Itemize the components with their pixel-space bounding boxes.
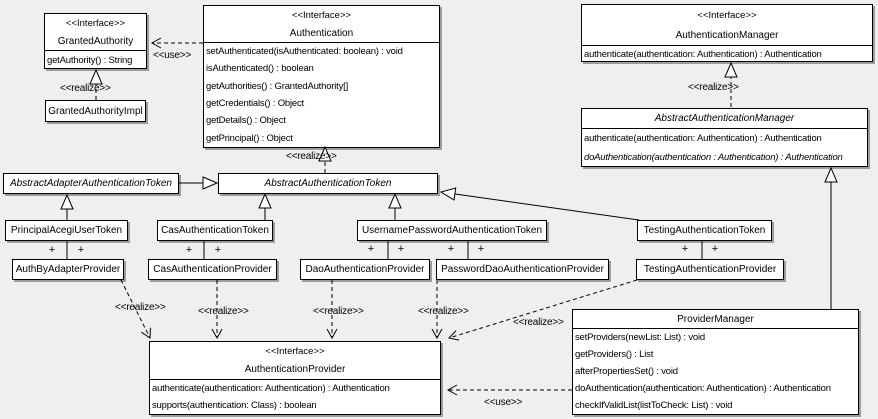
class-cas-authentication-token: CasAuthenticationToken	[157, 220, 273, 241]
realize-label: <<realize>>	[286, 151, 337, 162]
class-header: <<Interface>> Authentication	[204, 6, 439, 43]
method-label: getProviders() : List	[575, 349, 654, 360]
class-cas-authentication-provider: CasAuthenticationProvider	[148, 259, 277, 280]
realize-label: <<realize>>	[60, 83, 111, 94]
class-name: UsernamePasswordAuthenticationToken	[361, 225, 543, 236]
class-abstract-authentication-token: AbstractAuthenticationToken	[218, 173, 438, 194]
method-label: setAuthenticated(isAuthenticated: boolea…	[206, 46, 403, 58]
class-abstract-authentication-manager: AbstractAuthenticationManager authentica…	[581, 108, 868, 167]
realize-label: <<realize>>	[513, 317, 564, 328]
class-testing-authentication-token: TestingAuthenticationToken	[637, 220, 772, 241]
class-granted-authority-impl: GrantedAuthorityImpl	[45, 100, 146, 122]
stereotype-label: <<Interface>>	[697, 9, 757, 21]
class-header: <<Interface>> GrantedAuthority	[45, 14, 146, 51]
class-password-dao-authentication-provider: PasswordDaoAuthenticationProvider	[436, 259, 609, 280]
method-label: getCredentials() : Object	[206, 98, 304, 110]
class-username-password-authentication-token: UsernamePasswordAuthenticationToken	[357, 220, 547, 241]
method-label: getDetails() : Object	[206, 115, 286, 127]
method-label: getAuthority() : String	[47, 54, 133, 66]
association-plus-label: +	[448, 243, 454, 255]
association-plus-label: +	[682, 243, 688, 255]
stereotype-label: <<Interface>>	[265, 345, 325, 357]
class-name: GrantedAuthorityImpl	[48, 105, 143, 117]
class-authentication-manager: <<Interface>> AuthenticationManager auth…	[581, 4, 873, 62]
class-authentication: <<Interface>> Authentication setAuthenti…	[203, 5, 440, 148]
association-plus-label: +	[215, 244, 221, 256]
class-name: AbstractAuthenticationManager	[654, 113, 795, 124]
class-name: DaoAuthenticationProvider	[305, 264, 425, 275]
realize-label: <<realize>>	[198, 306, 249, 317]
realize-label: <<realize>>	[418, 306, 469, 317]
class-header: AbstractAuthenticationManager	[582, 109, 867, 129]
method-label: isAuthenticated() : boolean	[206, 63, 314, 75]
class-name: TestingAuthenticationProvider	[643, 264, 777, 275]
method-label: doAuthentication(authentication: Authent…	[575, 383, 831, 394]
class-abstract-adapter-authentication-token: AbstractAdapterAuthenticationToken	[3, 173, 179, 194]
class-name: PasswordDaoAuthenticationProvider	[441, 264, 604, 275]
method-label: authenticate(authentication: Authenticat…	[584, 133, 822, 144]
class-name: TestingAuthenticationToken	[643, 225, 766, 236]
class-name: Authentication	[289, 27, 354, 39]
generalization-testing-token	[441, 192, 640, 221]
association-plus-label: +	[49, 244, 55, 256]
class-name: PrincipalAcegiUserToken	[10, 225, 123, 236]
association-plus-label: +	[478, 243, 484, 255]
class-name: CasAuthenticationProvider	[153, 264, 272, 275]
method-label: authenticate(authentication: Authenticat…	[584, 48, 822, 60]
association-plus-label: +	[368, 243, 374, 255]
class-name: GrantedAuthority	[57, 35, 134, 47]
realize-label: <<realize>>	[688, 82, 739, 93]
class-header: ProviderManager	[573, 310, 858, 329]
class-name: CasAuthenticationToken	[161, 225, 269, 236]
method-label: setProviders(newList: List) : void	[575, 332, 705, 343]
association-plus-label: +	[186, 244, 192, 256]
class-provider-manager: ProviderManager setProviders(newList: Li…	[572, 309, 859, 415]
class-testing-authentication-provider: TestingAuthenticationProvider	[636, 259, 784, 280]
realize-label: <<realize>>	[115, 302, 166, 313]
use-label: <<use>>	[484, 397, 523, 408]
method-label: getAuthorities() : GrantedAuthority[]	[206, 80, 349, 92]
method-label: getPrincipal() : Object	[206, 132, 293, 144]
class-granted-authority: <<Interface>> GrantedAuthority getAuthor…	[44, 13, 147, 69]
stereotype-label: <<Interface>>	[65, 17, 126, 29]
class-auth-by-adapter-provider: AuthByAdapterProvider	[12, 259, 124, 280]
class-name: AbstractAuthenticationToken	[264, 178, 392, 189]
method-label: doAuthentication(authentication : Authen…	[584, 152, 843, 163]
class-name: AuthenticationManager	[675, 29, 779, 41]
method-label: authenticate(authentication: Authenticat…	[152, 383, 390, 394]
association-plus-label: +	[78, 244, 84, 256]
use-label: <<use>>	[153, 50, 192, 61]
class-name: AbstractAdapterAuthenticationToken	[10, 178, 172, 189]
realize-label: <<realize>>	[313, 306, 364, 317]
association-plus-label: +	[712, 243, 718, 255]
method-label: supports(authentication: Class) : boolea…	[152, 400, 317, 411]
class-authentication-provider: <<Interface>> AuthenticationProvider aut…	[149, 341, 441, 415]
class-name: AuthenticationProvider	[244, 364, 346, 376]
method-label: checkIfValidList(listToCheck: List) : vo…	[575, 400, 733, 411]
class-header: <<Interface>> AuthenticationProvider	[150, 342, 440, 380]
stereotype-label: <<Interface>>	[291, 9, 352, 21]
class-principal-acegi-user-token: PrincipalAcegiUserToken	[5, 220, 128, 241]
class-header: <<Interface>> AuthenticationManager	[582, 5, 872, 46]
class-name: AuthByAdapterProvider	[15, 264, 121, 275]
class-dao-authentication-provider: DaoAuthenticationProvider	[300, 259, 430, 280]
class-name: ProviderManager	[677, 313, 754, 325]
method-label: afterPropertiesSet() : void	[575, 366, 678, 377]
association-plus-label: +	[398, 243, 404, 255]
